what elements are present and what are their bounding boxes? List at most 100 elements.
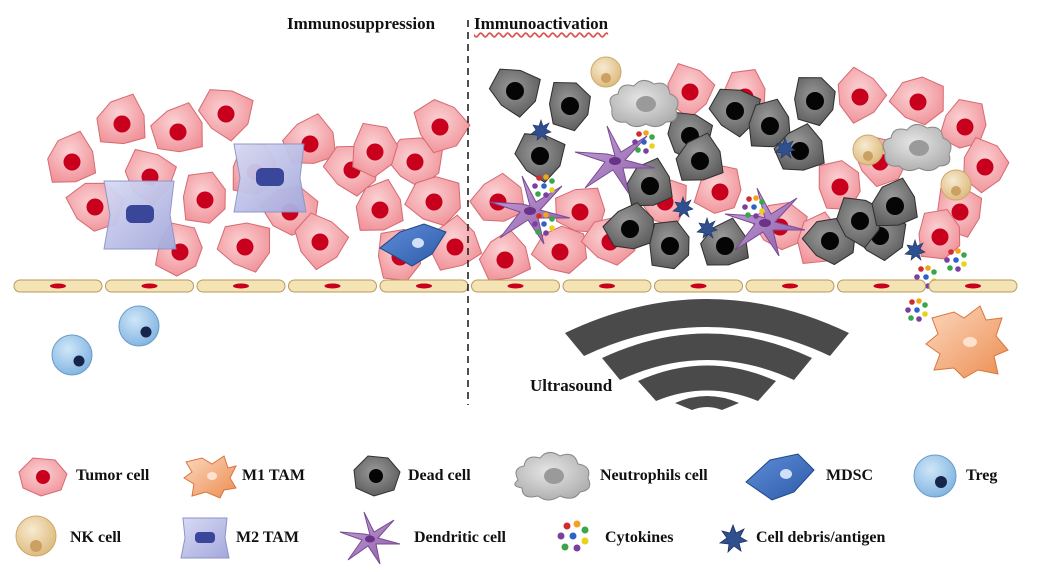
dead-cell (488, 68, 541, 118)
dead-cell (675, 132, 724, 181)
legend-label-m1-tam: M1 TAM (242, 467, 305, 484)
tumor-tissue (47, 56, 1010, 322)
tumor-cell (355, 178, 404, 231)
legend-label-nk-cell: NK cell (70, 529, 122, 546)
cell-debris-antigen (696, 217, 718, 239)
legend-label-dendritic-cell: Dendritic cell (414, 529, 506, 546)
dead-cell (649, 220, 690, 270)
legend-label-m2-tam: M2 TAM (236, 529, 299, 546)
dead-cell (748, 98, 791, 148)
m2-tam-cell (103, 180, 177, 250)
nk-cell (852, 134, 884, 166)
cytokines-cluster (532, 212, 555, 236)
cell-debris-antigen (774, 137, 796, 159)
dead-cell (626, 157, 673, 207)
legend-label-neutrophils-cell: Neutrophils cell (600, 467, 708, 484)
legend-cytokines-icon (557, 520, 589, 552)
legend-cell-debris-icon (718, 523, 749, 554)
endothelial-cell (654, 279, 743, 293)
legend-dendritic-cell-icon (339, 511, 401, 565)
m1-tam-cell (925, 305, 1009, 379)
endothelial-cell (196, 279, 286, 293)
endothelial-cell (562, 279, 652, 293)
legend-treg-icon (913, 454, 957, 498)
tumor-cell (404, 176, 461, 227)
cell-debris-antigen (672, 196, 694, 218)
legend-label-cytokines: Cytokines (605, 529, 674, 546)
ultrasound-waves (565, 299, 849, 410)
neutrophils-cell (609, 80, 679, 128)
m2-tam-cell (233, 143, 307, 213)
dead-cell (514, 133, 566, 183)
endothelial-cell (105, 279, 194, 293)
legend-m2-tam-icon (180, 517, 230, 559)
endothelial-cell (13, 279, 103, 293)
legend-nk-cell-icon (15, 515, 57, 557)
tumor-cell (478, 228, 532, 281)
tumor-cell (216, 222, 271, 273)
legend-label-cell-debris: Cell debris/antigen (756, 529, 886, 546)
legend-mdsc-icon (745, 453, 815, 501)
legend-label-dead-cell: Dead cell (408, 467, 471, 484)
dead-cell (773, 123, 825, 171)
tumor-cell (385, 137, 444, 189)
immunoactivation-header: Immunoactivation (474, 14, 609, 33)
blood-vessel-endothelium (13, 279, 1018, 293)
cytokines-cluster (905, 298, 928, 322)
endothelial-cell (837, 279, 926, 293)
neutrophils-cell (882, 124, 952, 172)
dead-cell (871, 177, 918, 227)
tumor-cell (938, 98, 987, 149)
tumor-cell (294, 212, 350, 271)
endothelial-cell (471, 279, 560, 293)
cytokines-cluster (944, 248, 967, 272)
tumor-cell (888, 76, 944, 126)
dead-cell (794, 77, 836, 127)
mdsc-cell (379, 223, 447, 267)
endothelial-cell (745, 279, 835, 293)
legend-label-mdsc: MDSC (826, 467, 874, 484)
immunosuppression-header: Immunosuppression (287, 14, 436, 33)
ultrasound-label: Ultrasound (530, 376, 613, 395)
legend-dead-cell-icon (353, 455, 401, 497)
tumor-cell (918, 208, 961, 260)
tumor-cell (667, 62, 716, 120)
tumor-cell (837, 66, 888, 124)
cytokines-cluster (632, 130, 655, 154)
endothelial-cell (928, 279, 1018, 293)
dendritic-cell (724, 187, 806, 257)
tumor-cell (963, 136, 1010, 194)
cell-debris-antigen (530, 119, 552, 141)
dead-cell (548, 81, 591, 132)
tumor-cell (352, 122, 399, 178)
treg-cell (118, 305, 160, 347)
tumor-cell (197, 89, 254, 142)
tumor-cell (96, 93, 146, 145)
nk-cell (940, 169, 972, 201)
legend (15, 452, 957, 565)
cytokines-cluster (532, 174, 555, 198)
tumor-cell (413, 99, 471, 154)
dead-cell (602, 202, 656, 250)
tumor-cell (182, 171, 226, 224)
dendritic-cell (489, 175, 571, 245)
legend-label-tumor-cell: Tumor cell (76, 467, 150, 484)
legend-neutrophils-cell-icon (514, 452, 591, 501)
tumor-cell (469, 172, 526, 222)
nk-cell (590, 56, 622, 88)
legend-label-treg: Treg (966, 467, 998, 484)
legend-m1-tam-icon (183, 455, 237, 499)
tumor-cell (530, 225, 588, 274)
tumor-cell (818, 160, 861, 211)
endothelial-cell (288, 279, 377, 293)
cytokines-cluster (742, 195, 765, 219)
endothelial-cell (379, 279, 469, 293)
legend-tumor-cell-icon (18, 457, 68, 497)
dead-cell (708, 88, 761, 138)
treg-cell (51, 334, 93, 376)
tumor-cell (555, 187, 606, 234)
cell-debris-antigen (904, 239, 926, 261)
tumor-cell (47, 130, 97, 183)
tumor-cell (150, 102, 203, 153)
